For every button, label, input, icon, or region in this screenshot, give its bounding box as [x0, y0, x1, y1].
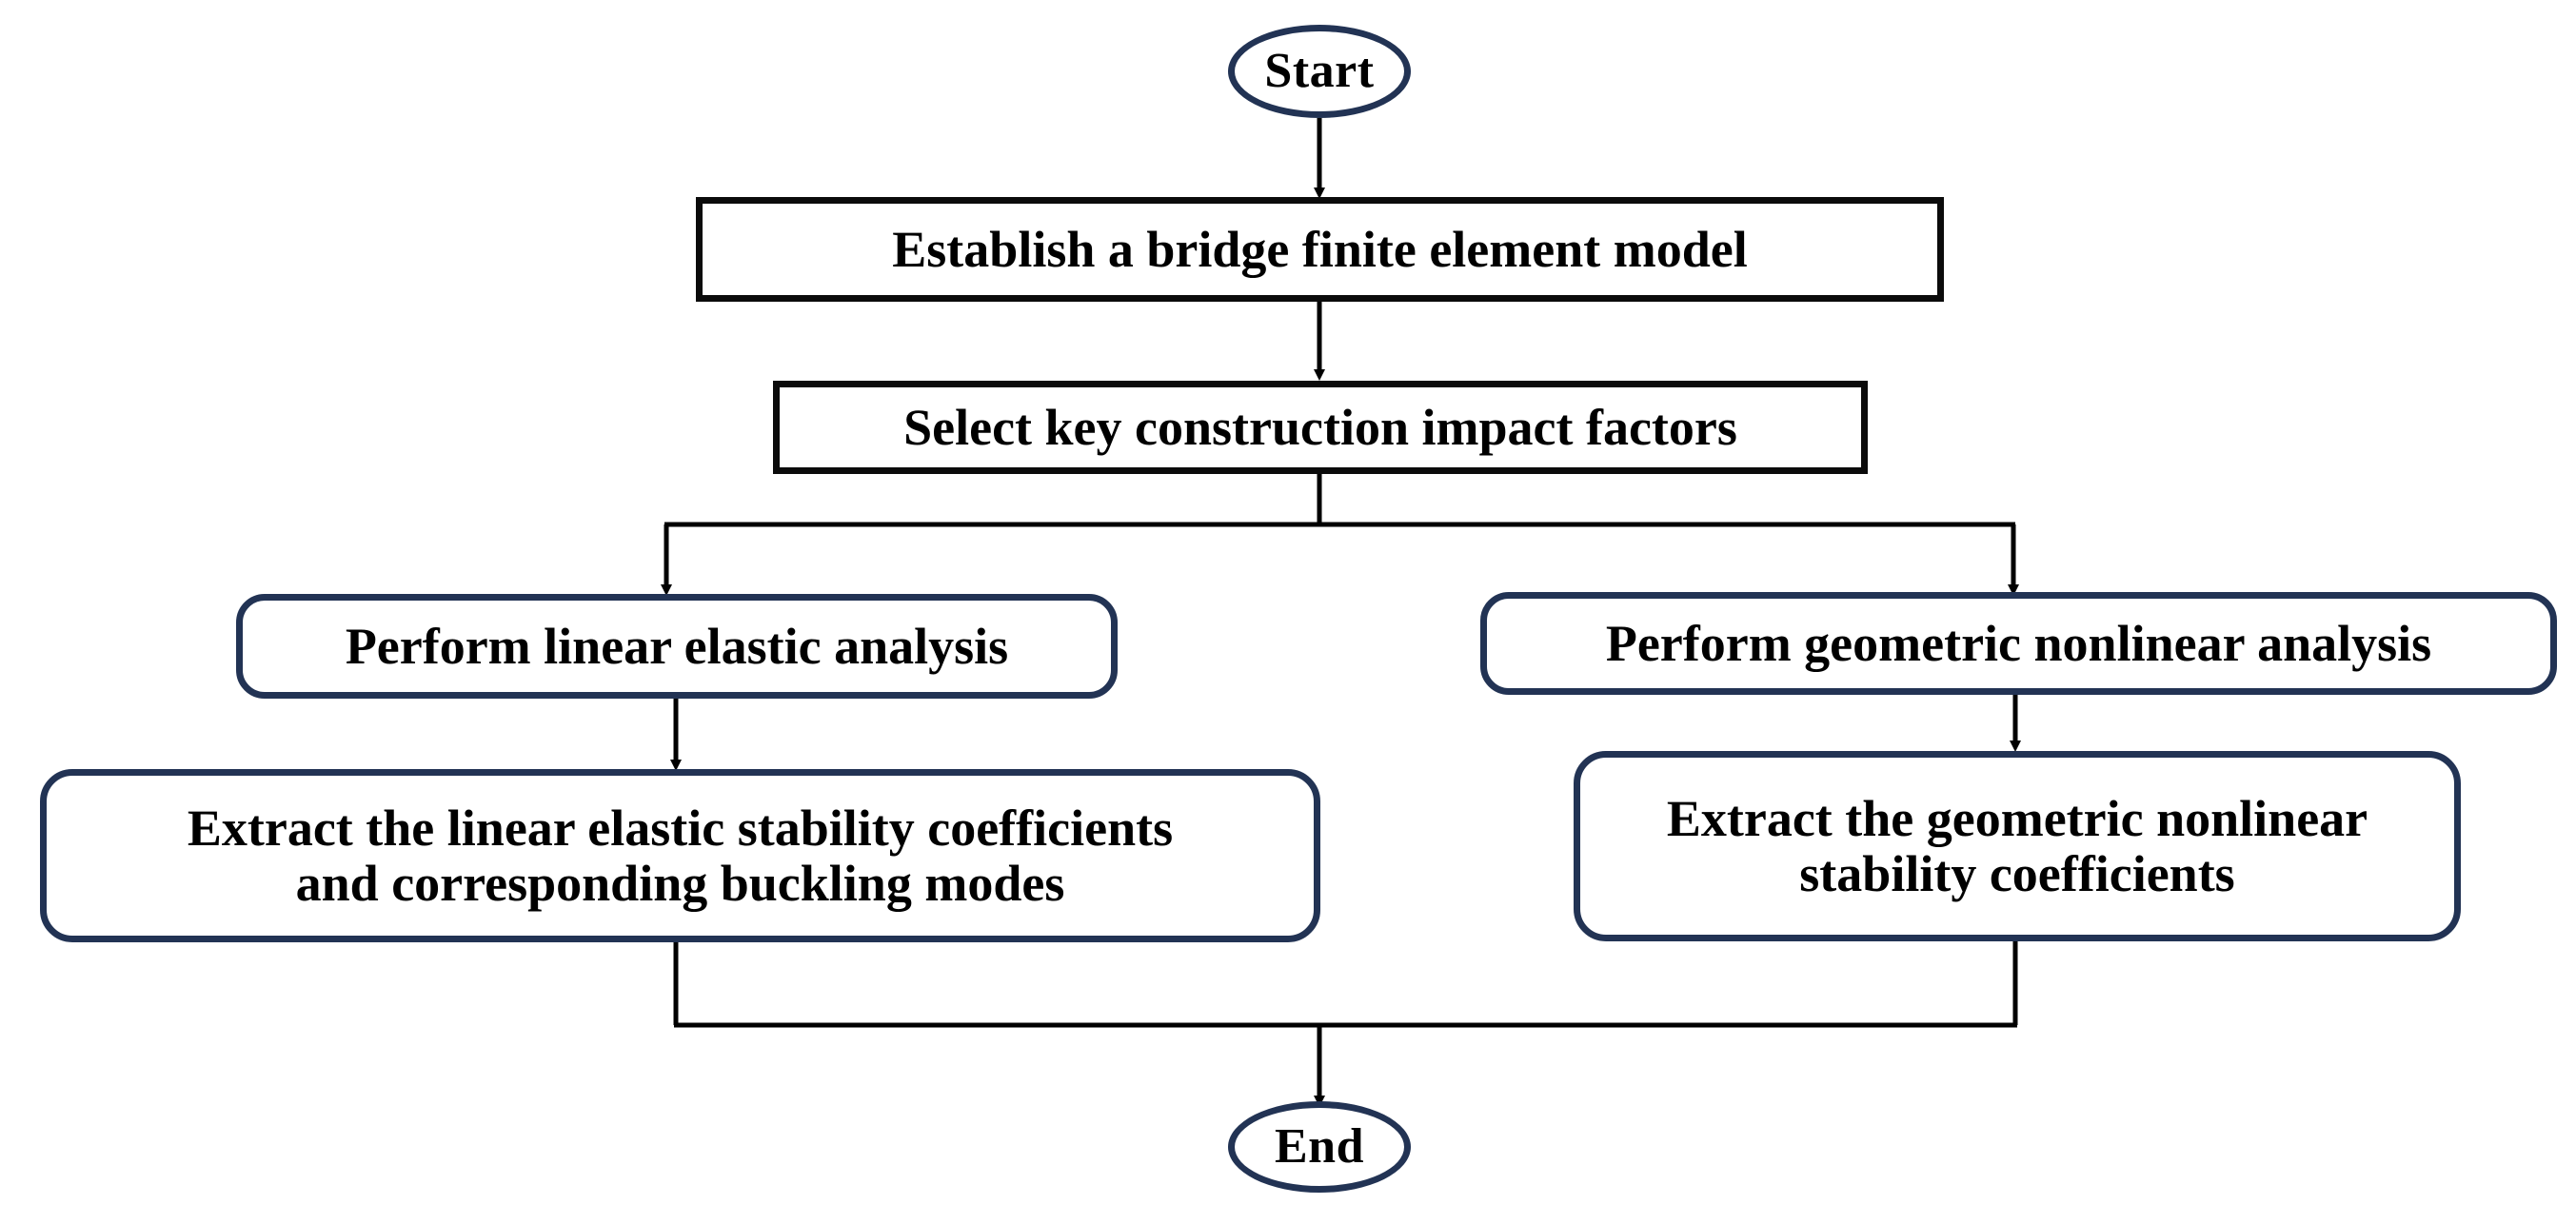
edge-select-split-trunk [664, 471, 2015, 527]
node-extract-geometric-nonlinear-label: Extract the geometric nonlinear stabilit… [1666, 789, 2368, 902]
node-start-label: Start [1264, 43, 1375, 98]
node-geometric-nonlinear-analysis[interactable]: Perform geometric nonlinear analysis [1480, 592, 2557, 695]
node-select-factors[interactable]: Select key construction impact factors [773, 381, 1868, 474]
node-linear-elastic-analysis-label: Perform linear elastic analysis [345, 617, 1009, 675]
node-establish-model-label: Establish a bridge finite element model [892, 220, 1748, 278]
node-geometric-nonlinear-analysis-label: Perform geometric nonlinear analysis [1605, 614, 2432, 672]
node-end[interactable]: End [1228, 1101, 1411, 1193]
node-end-label: End [1274, 1118, 1365, 1174]
node-extract-geometric-nonlinear[interactable]: Extract the geometric nonlinear stabilit… [1574, 751, 2461, 941]
node-extract-linear-elastic[interactable]: Extract the linear elastic stability coe… [40, 769, 1320, 942]
node-start[interactable]: Start [1228, 25, 1411, 118]
node-extract-linear-elastic-label: Extract the linear elastic stability coe… [187, 799, 1174, 912]
edge-merge-to-end [673, 940, 2018, 1107]
node-select-factors-label: Select key construction impact factors [903, 398, 1737, 456]
node-linear-elastic-analysis[interactable]: Perform linear elastic analysis [236, 594, 1118, 699]
node-establish-model[interactable]: Establish a bridge finite element model [696, 197, 1944, 302]
